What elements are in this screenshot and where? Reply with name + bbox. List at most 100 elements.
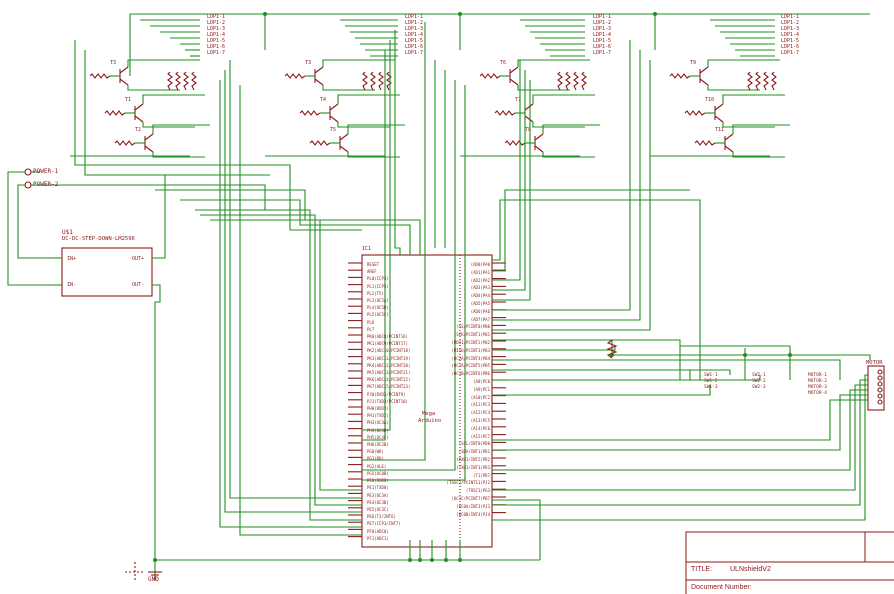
ic-pin-label: PE7(ICP3/INT7) [367, 521, 401, 527]
emitter-wire [722, 122, 775, 128]
output-label: LDP1-5 [781, 38, 800, 44]
transistor-emitter [724, 145, 734, 153]
transistor-emitter [534, 145, 544, 153]
emitter-wire [142, 122, 195, 128]
emitter-wire [322, 85, 375, 91]
ic-pin-label: AREF [367, 269, 377, 275]
output-label: LDP1-5 [593, 38, 612, 44]
transistor-collector [329, 103, 339, 111]
transistor-emitter [119, 78, 129, 86]
collector-wire [707, 59, 780, 67]
regulator-in-plus: IN+ [67, 256, 77, 262]
routing-wires [74, 22, 871, 562]
output-label: LDP1-4 [593, 32, 612, 38]
ic-pin-label: (A9)PC1 [473, 386, 490, 392]
base-resistor [479, 73, 501, 79]
output-label: LDP1-7 [405, 50, 424, 56]
output-label: LDP1-3 [207, 26, 226, 32]
emitter-wire [347, 152, 400, 158]
ic-name: IC1 [362, 246, 372, 252]
output-label: LDP1-1 [781, 14, 800, 20]
motor-title: MOTOR [866, 360, 883, 366]
ic-pin-label: (A8)PC0 [473, 378, 490, 384]
ic-pin-label: PF1(ADC1) [367, 535, 389, 541]
title-label: TITLE: [691, 566, 713, 573]
output-label: LDP1-6 [207, 44, 226, 50]
ic-pin-label: (A10)PC2 [470, 394, 490, 400]
ic-pin-label: (A13)PC5 [470, 417, 490, 423]
switch-label: MOTOR-4 [808, 391, 827, 396]
pullup-resistor [747, 71, 753, 91]
base-resistor [309, 140, 331, 146]
base-resistor [89, 73, 111, 79]
collector-wire [532, 94, 595, 104]
ic-pin-label: (A14)PC6 [470, 425, 490, 431]
ic-right-pins: (AD0)PA0(AD1)PA1(AD2)PA2(AD3)PA3(AD4)PA4… [440, 261, 490, 518]
output-label: LDP1-4 [781, 32, 800, 38]
ic-pin-label: PK4(ADC12/PCINT20) [367, 362, 411, 368]
pullup-resistor [763, 71, 769, 91]
base-resistor [299, 110, 321, 116]
ic-pin-label: (A11)PC3 [470, 402, 490, 408]
pullup-resistor [557, 71, 563, 91]
ic-pin-label: PK0(ADC8/PCINT16) [367, 334, 408, 340]
ic-pin-label: (AD1)PA1 [470, 269, 490, 275]
output-label: LDP1-4 [405, 32, 424, 38]
base-resistor [114, 140, 136, 146]
ic-pin-label: PK1(ADC9/PCINT17) [367, 341, 408, 347]
ic-pin-label: PL6 [367, 319, 375, 325]
ic-pin-label: PE6(T3/INT6) [367, 514, 396, 520]
output-label: LDP1-2 [781, 20, 800, 26]
transistor-label: T1 [125, 97, 131, 103]
output-label: LDP1-1 [207, 14, 226, 20]
ic-pin-label: (T1)PD7 [473, 472, 490, 478]
ic-pin-label: PK3(ADC11/PCINT19) [367, 355, 411, 361]
output-label: LDP1-3 [593, 26, 612, 32]
transistor-collector [119, 66, 129, 74]
switch-label: SW2-1 [752, 373, 766, 378]
pullup-resistor [581, 71, 587, 91]
transistor-label: T4 [320, 97, 326, 103]
base-resistor [684, 110, 706, 116]
pullup-resistor [378, 71, 384, 91]
base-resistor [104, 110, 126, 116]
emitter-wire [152, 152, 205, 158]
ic-pin-label: (OC0A/INT3)PJ3 [456, 503, 490, 509]
ic-pin-label: PE4(OC3B) [367, 499, 389, 505]
switch-label: SW2-3 [752, 385, 766, 390]
transistor-emitter [524, 115, 534, 123]
switch-label: SW1-1 [704, 373, 718, 378]
transistor-collector [714, 103, 724, 111]
pullup-resistor [175, 71, 181, 91]
ic-pin-label: (AD3)PA3 [470, 285, 490, 291]
emitter-wire [542, 152, 595, 158]
emitter-wire [532, 122, 585, 128]
regulator-in-minus: IN- [67, 282, 77, 288]
ic-pin-label: PK6(ADC14/PCINT22) [367, 377, 411, 383]
switch-label: MOTOR-1 [808, 373, 827, 378]
pullup-resistor [370, 71, 376, 91]
switch-label: SW2-2 [752, 379, 766, 384]
transistor-emitter [314, 78, 324, 86]
ic-pin-label: (OC2A/PCINT4)PB4 [451, 355, 490, 361]
ic-pin-label: PH3(OC4A) [367, 420, 389, 426]
switch-label: SW1-3 [704, 385, 718, 390]
ic-pin-label: (AD2)PA2 [470, 277, 490, 283]
transistor-label: T2 [135, 127, 141, 133]
transistor-collector [699, 66, 709, 74]
transistor-collector [134, 103, 144, 111]
ic-pin-label: PL1(ICP5) [367, 283, 389, 289]
ic1-pin-stubs [348, 262, 506, 538]
base-resistor [284, 73, 306, 79]
power-2-label: POWER-2 [33, 181, 59, 188]
output-label: LDP1-6 [405, 44, 424, 50]
ic-pin-label: (TOSC1)PG3 [465, 488, 490, 494]
output-label: LDP1-3 [405, 26, 424, 32]
title-block-frame [685, 531, 894, 594]
ic-pin-label: PL4(OC5B) [367, 305, 389, 311]
ic-pin-label: (MISO/PCINT3)PB3 [451, 347, 490, 353]
collector-wire [322, 59, 395, 67]
ic-pin-label: (TXD1/INT3)PD3 [456, 464, 490, 470]
